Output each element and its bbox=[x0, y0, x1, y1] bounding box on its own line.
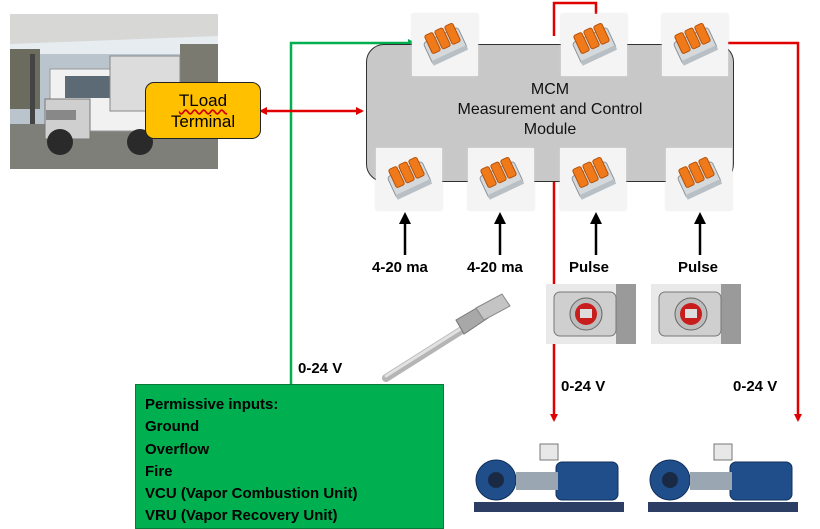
mcm-subtitle-1: Measurement and Control bbox=[457, 101, 643, 118]
wago-lever-connector-icon bbox=[677, 156, 723, 200]
mcm-title: MCM bbox=[530, 81, 570, 98]
pump1-voltage-label: 0-24 V bbox=[561, 378, 606, 395]
pulse1-label: Pulse bbox=[569, 259, 610, 276]
wago-lever-connector-icon bbox=[673, 22, 719, 66]
pulse2-label: Pulse bbox=[678, 259, 719, 276]
wago-lever-connector-icon bbox=[423, 22, 469, 66]
permissive-signal-line bbox=[289, 39, 416, 384]
wago-lever-connector-icon bbox=[571, 156, 617, 200]
analog2-label: 4-20 ma bbox=[467, 259, 523, 276]
pump2-control-line bbox=[722, 41, 802, 422]
flow-meter-photo-2 bbox=[651, 284, 741, 344]
mcm-subtitle-2: Module bbox=[523, 121, 577, 138]
connector-bottom-1 bbox=[376, 148, 442, 210]
mcm-label: MCM Measurement and Control Module bbox=[366, 80, 734, 140]
tload-title: TLoad bbox=[178, 91, 228, 110]
pump-motor-photo-1 bbox=[474, 436, 636, 516]
connector-top-1 bbox=[412, 14, 478, 76]
permissive-title: Permissive inputs: bbox=[145, 396, 279, 413]
pump-motor-photo-2 bbox=[648, 436, 810, 516]
wago-lever-connector-icon bbox=[479, 156, 525, 200]
permissive-item-overflow: Overflow bbox=[145, 440, 210, 458]
connector-top-2 bbox=[561, 14, 627, 76]
tload-subtitle: Terminal bbox=[170, 112, 236, 131]
connector-bottom-2 bbox=[468, 148, 534, 210]
tload-terminal-box: TLoad Terminal bbox=[145, 82, 261, 139]
connector-bottom-4 bbox=[666, 148, 732, 210]
permissive-item-vcu: VCU (Vapor Combustion Unit) bbox=[145, 485, 358, 503]
permissive-item-vru: VRU (Vapor Recovery Unit) bbox=[145, 507, 338, 525]
temperature-probe-photo bbox=[376, 292, 526, 384]
pump2-voltage-label: 0-24 V bbox=[733, 378, 778, 395]
wago-lever-connector-icon bbox=[572, 22, 618, 66]
analog1-label: 4-20 ma bbox=[372, 259, 428, 276]
permissive-item-fire: Fire bbox=[145, 462, 173, 480]
permissive-inputs-box: Permissive inputs: Ground Overflow Fire … bbox=[135, 384, 444, 529]
flow-meter-photo-1 bbox=[546, 284, 636, 344]
connector-top-3 bbox=[662, 14, 728, 76]
connector-bottom-3 bbox=[560, 148, 626, 210]
wago-lever-connector-icon bbox=[387, 156, 433, 200]
permissive-voltage-label: 0-24 V bbox=[298, 360, 343, 377]
top-loop-line bbox=[552, 1, 598, 36]
permissive-item-ground: Ground bbox=[145, 418, 200, 436]
